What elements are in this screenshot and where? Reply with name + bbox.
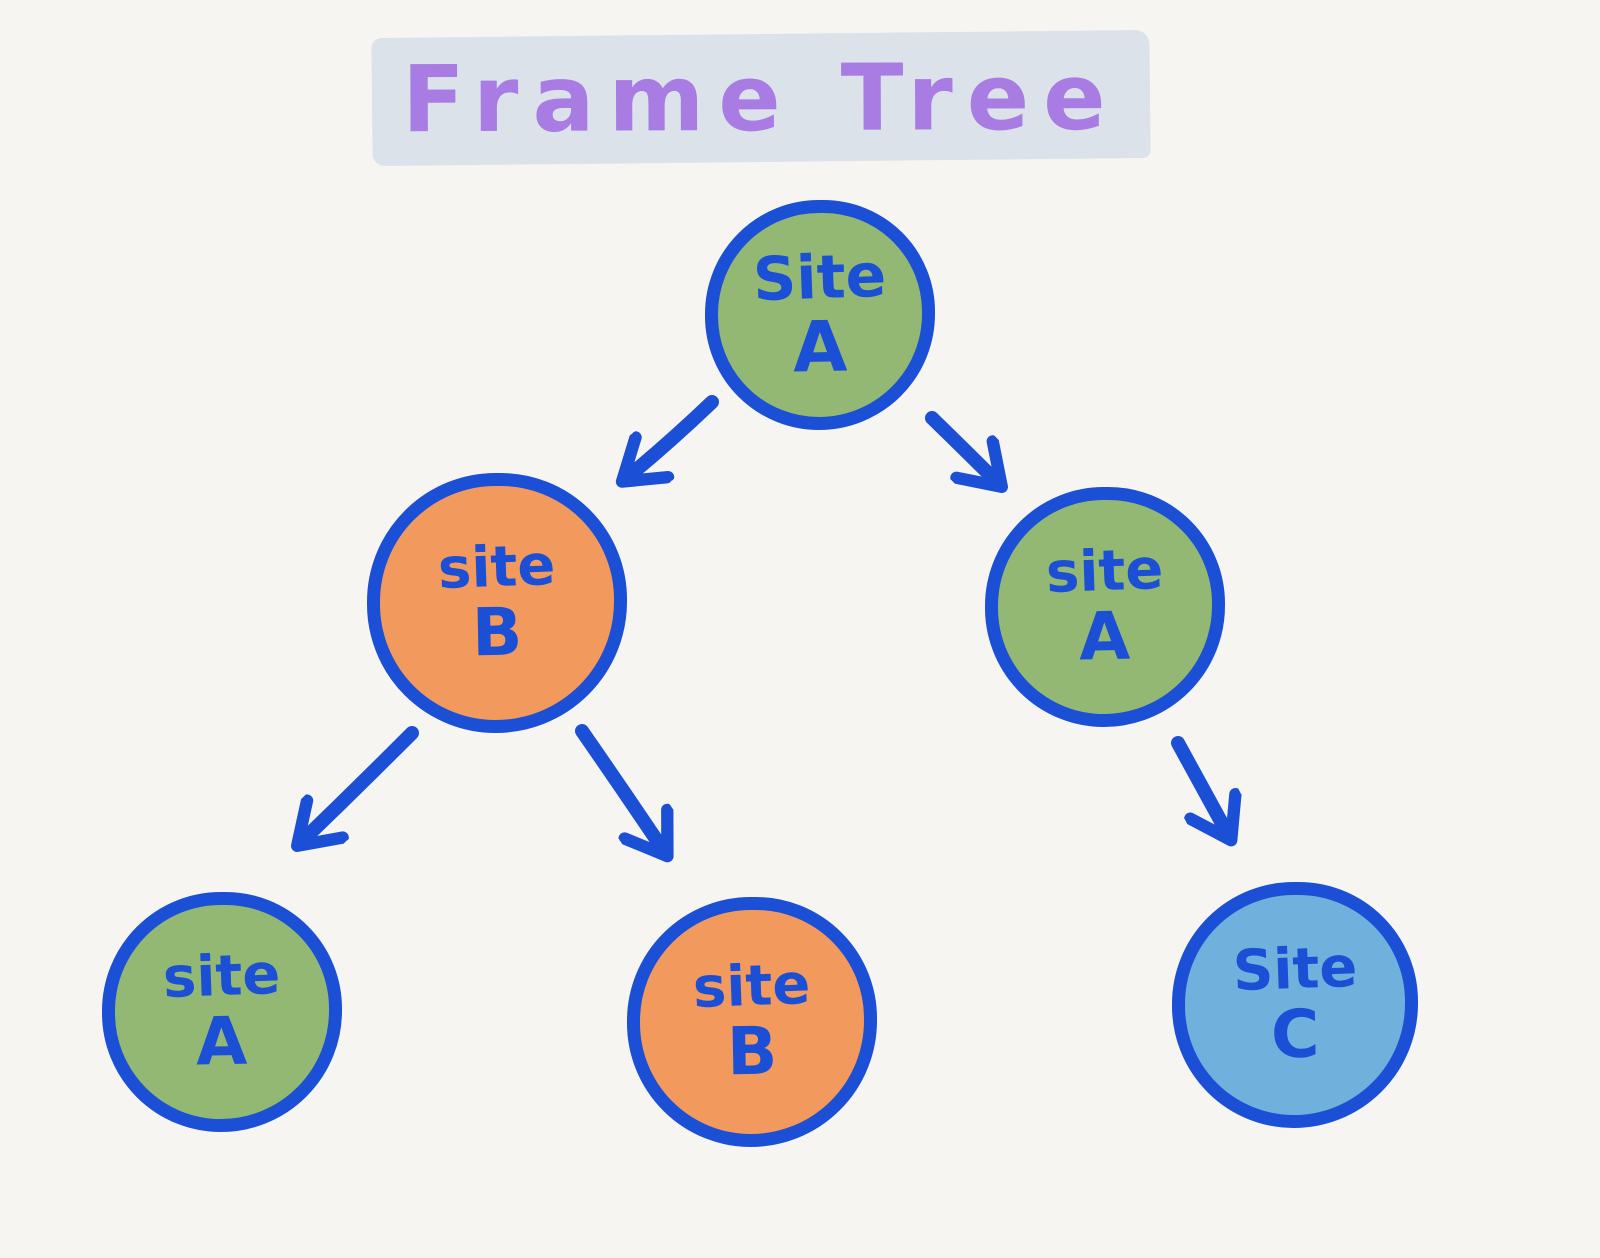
node-label: site bbox=[162, 941, 282, 1012]
node-root-site-a: Site A bbox=[705, 200, 935, 430]
node-label: site bbox=[1045, 536, 1165, 607]
node-mid-site-a: site A bbox=[985, 487, 1225, 727]
node-leaf-site-b: site B bbox=[627, 897, 877, 1147]
node-label: Site bbox=[752, 240, 888, 316]
node-label: site bbox=[437, 532, 557, 603]
node-mid-site-b: site B bbox=[367, 473, 627, 733]
diagram-title: Frame Tree bbox=[402, 43, 1120, 153]
node-label: A bbox=[195, 1002, 249, 1081]
node-label: B bbox=[471, 593, 523, 672]
node-label: A bbox=[1078, 597, 1132, 676]
node-label: C bbox=[1270, 995, 1320, 1074]
node-label: site bbox=[692, 951, 812, 1022]
node-label: A bbox=[792, 305, 848, 389]
arrow-site-b-to-leaf-a bbox=[299, 726, 419, 844]
node-label: B bbox=[726, 1012, 778, 1091]
arrow-root-to-site-a bbox=[925, 411, 1000, 485]
arrow-root-to-site-b bbox=[624, 395, 719, 480]
node-leaf-site-c: Site C bbox=[1172, 882, 1418, 1128]
arrow-site-a-to-leaf-c bbox=[1171, 736, 1230, 838]
title-highlight-band: Frame Tree bbox=[371, 29, 1151, 167]
node-leaf-site-a: site A bbox=[102, 892, 342, 1132]
node-label: Site bbox=[1231, 934, 1359, 1005]
arrow-site-b-to-leaf-b bbox=[575, 724, 666, 854]
